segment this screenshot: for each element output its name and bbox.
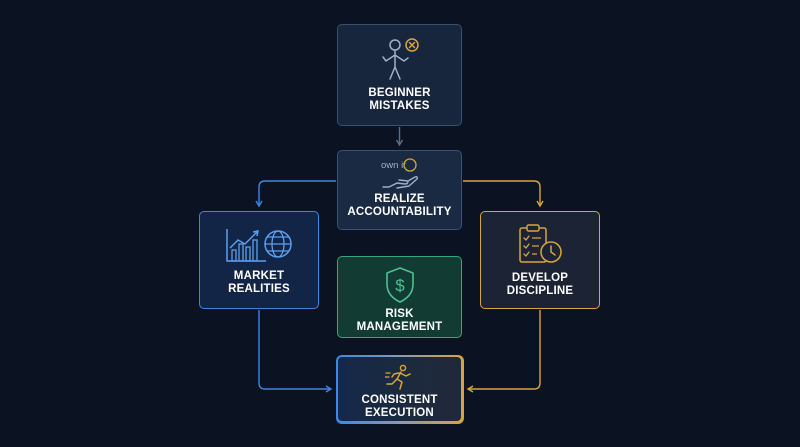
label-line-1: RISK: [385, 308, 414, 320]
shield-dollar-icon: $: [385, 267, 414, 303]
own-it-hand-icon: own it: [381, 158, 418, 189]
node-beginner-mistakes: BEGINNER MISTAKES: [337, 24, 462, 126]
node-risk-management-label: RISK MANAGEMENT: [357, 308, 443, 334]
node-risk-management: $ RISK MANAGEMENT: [337, 256, 462, 338]
node-beginner-mistakes-label: BEGINNER MISTAKES: [368, 87, 430, 113]
checklist-clock-icon: [519, 224, 562, 263]
label-line-2: REALITIES: [228, 283, 290, 295]
node-consistent-execution-label: CONSISTENT EXECUTION: [361, 394, 437, 420]
label-line-2: DISCIPLINE: [506, 285, 574, 297]
arrow-market-to-consistent: [258, 310, 333, 393]
label-line-2: MISTAKES: [369, 100, 430, 112]
arrow-discipline-to-consistent: [466, 310, 541, 393]
label-line-1: MARKET: [233, 270, 285, 282]
label-line-2: EXECUTION: [365, 407, 434, 419]
node-realize-accountability-label: REALIZE ACCOUNTABILITY: [347, 193, 451, 219]
dollar-sign: $: [395, 276, 405, 295]
label-line-1: BEGINNER: [368, 87, 431, 99]
confused-person-icon: [381, 38, 419, 80]
node-realize-accountability: own it REALIZE ACCOUNTABILITY: [337, 150, 462, 230]
node-market-realities-label: MARKET REALITIES: [228, 270, 290, 296]
chart-globe-icon: [226, 229, 292, 262]
label-line-1: CONSISTENT: [361, 394, 438, 406]
node-consistent-execution: CONSISTENT EXECUTION: [337, 356, 462, 422]
node-develop-discipline: DEVELOP DISCIPLINE: [480, 211, 600, 309]
label-line-2: ACCOUNTABILITY: [347, 206, 452, 218]
node-market-realities: MARKET REALITIES: [199, 211, 319, 309]
arrow-realize-to-market: [255, 180, 336, 208]
label-line-2: MANAGEMENT: [356, 321, 443, 333]
label-line-1: DEVELOP: [511, 272, 569, 284]
arrow-realize-to-discipline: [463, 180, 544, 208]
own-it-text: own it: [381, 160, 406, 171]
node-develop-discipline-label: DEVELOP DISCIPLINE: [507, 272, 574, 298]
running-person-icon: [384, 364, 411, 390]
label-line-1: REALIZE: [374, 193, 425, 205]
